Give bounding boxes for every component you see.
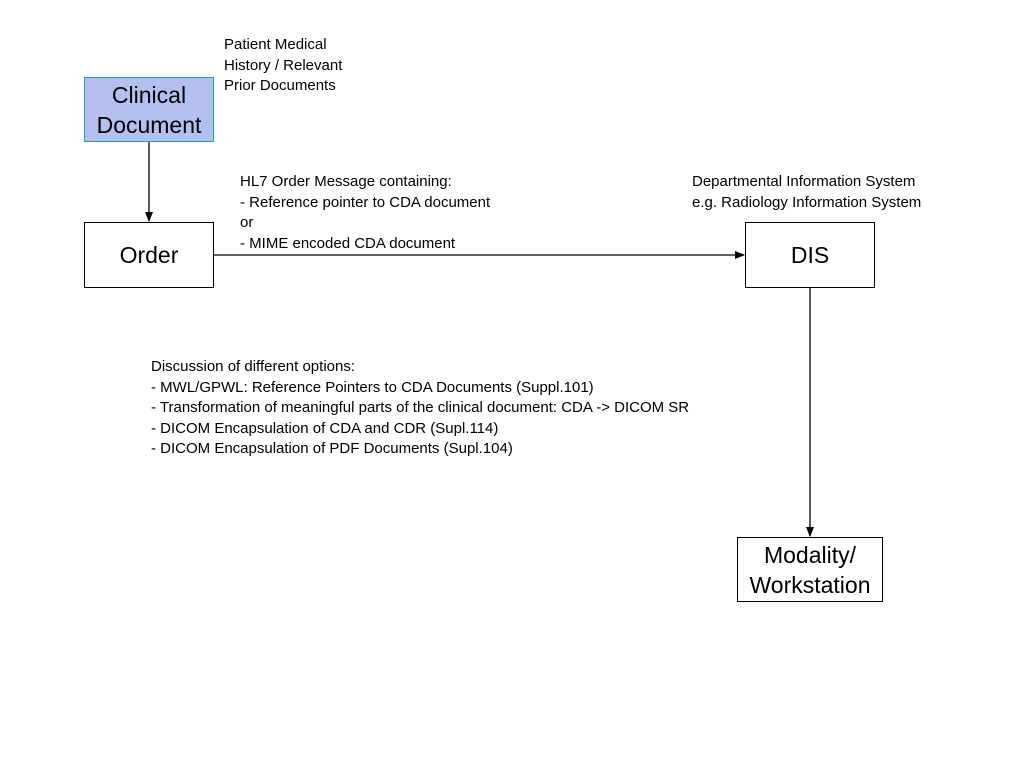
hl7-message-note: HL7 Order Message containing: - Referenc… bbox=[240, 173, 491, 252]
modality-workstation-label: Modality/ Workstation bbox=[749, 541, 871, 598]
dis-description-note: Departmental Information System e.g. Rad… bbox=[692, 173, 922, 211]
dis-box: DIS bbox=[745, 222, 875, 288]
clinical-document-box: Clinical Document bbox=[84, 77, 214, 142]
dis-label: DIS bbox=[790, 242, 830, 268]
modality-workstation-box: Modality/ Workstation bbox=[737, 537, 883, 602]
order-label: Order bbox=[119, 242, 179, 268]
patient-history-note: Patient Medical History / Relevant Prior… bbox=[224, 36, 343, 94]
order-box: Order bbox=[84, 222, 214, 288]
clinical-document-label: Clinical Document bbox=[96, 81, 202, 138]
discussion-note: Discussion of different options: - MWL/G… bbox=[151, 358, 690, 457]
